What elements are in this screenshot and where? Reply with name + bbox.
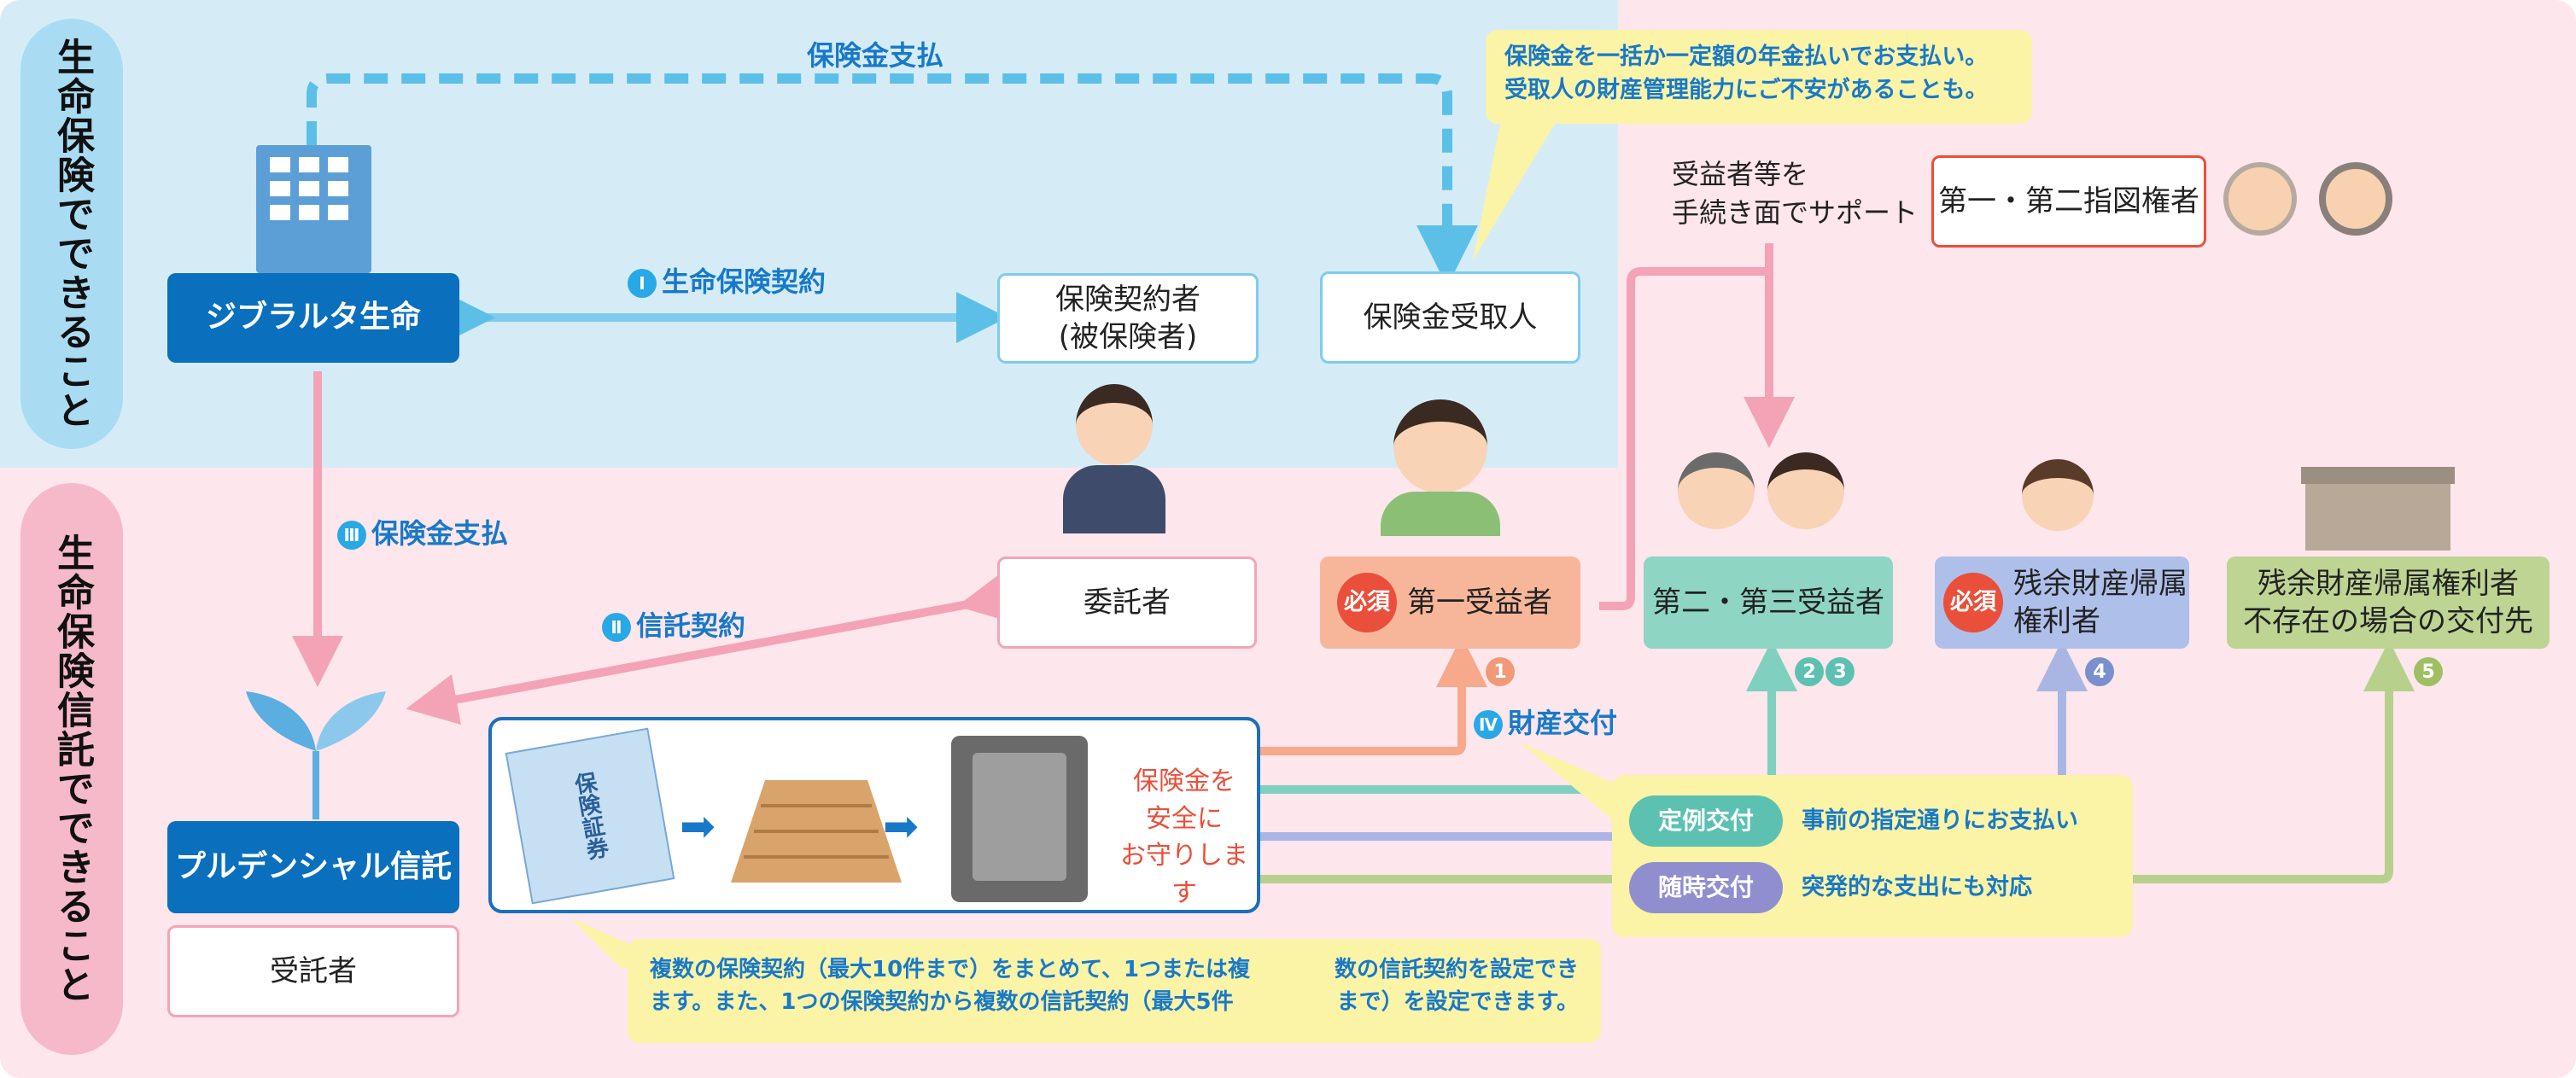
safekeeping-line3: お守りします [1120,841,1248,908]
delivery-line-first [1255,636,1487,755]
safe-icon [951,736,1088,902]
policy-document-label: 保険証券 [569,770,610,862]
consignor-person-icon [1063,384,1165,538]
support-note: 受益者等を 手続き面でサポート [1672,155,1918,232]
callout-bottom-text3: ます。また、1つの保険契約から複数の信託契約（最大5件 [650,988,1234,1015]
trust-text: 信託契約 [636,609,746,642]
delivery-type-regular-desc: 事前の指定通りにお支払い [1802,807,2078,835]
support-note-line1: 受益者等を [1672,158,1809,190]
pill-anytime: 随時交付 [1629,862,1783,913]
numeral-badge: Ⅲ [337,521,366,550]
safekeeping-line2: 安全に [1146,803,1223,834]
first-beneficiary-label: 第一受益者 [1407,585,1552,620]
payment-method-callout: 保険金を一括か一定額の年金払いでお支払い。 受取人の財産管理能力にご不安があるこ… [1486,30,2032,124]
marker-1: 1 [1486,657,1516,686]
contractor-box: 保険契約者 (被保険者) [997,273,1259,364]
marker-circle: 3 [1825,657,1855,686]
required-badge: 必須 [1337,573,1397,632]
first-beneficiary-person-icon [1376,399,1504,536]
marker-circle: 5 [2414,657,2443,686]
beneficiary-receiver-box: 保険金受取人 [1320,271,1580,364]
marker-circle: 4 [2085,657,2114,686]
residual-line2: 権利者 [2013,604,2100,638]
side-label-insurance: 生命保険でできること [20,19,123,449]
policy-document-icon: 保険証券 [505,727,675,905]
contractor-line2: (被保険者) [1058,320,1198,354]
trustee-box: 受託者 [167,925,459,1017]
safekeeping-line1: 保険金を [1133,766,1235,796]
building-icon [256,145,371,273]
callout-top-tail [1473,111,1563,260]
callout-top-line2: 受取人の財産管理能力にご不安があることも。 [1504,77,1989,104]
side-label-trust: 生命保険信託でできること [20,483,123,1055]
safekeeping-box: 保険証券 ➡ ➡ 保険金を 安全に お守りします [488,717,1260,913]
second-third-people-icon [1674,448,1853,546]
delivery-line-absent [1255,640,2415,883]
marker-4: 4 [2085,657,2116,686]
support-arrow-left [1599,267,1769,610]
residual-rights-box: 必須 残余財産帰属 権利者 [1935,556,2189,649]
callout-bottom-text2: 数の信託契約を設定でき [1334,957,1579,982]
arrow-right-icon: ➡ [680,801,716,851]
sprout-icon [246,691,386,819]
contract-limit-callout: 複数の保険契約（最大10件まで）をまとめて、1つまたは複 数の信託契約を設定でき… [628,939,1601,1043]
numeral-badge: Ⅰ [628,269,657,298]
money-stack-icon [731,780,902,883]
first-beneficiary-box: 必須 第一受益者 [1320,556,1580,649]
arrow-right-icon: ➡ [883,801,919,851]
residual-label: 残余財産帰属 権利者 [2013,565,2188,640]
numeral-badge: Ⅱ [602,613,631,642]
residual-absent-box: 残余財産帰属権利者 不存在の場合の交付先 [2227,556,2550,649]
safekeeping-text: 保険金を 安全に お守りします [1112,763,1257,912]
callout-bottom-text4: まで）を設定できます。 [1336,988,1579,1015]
top-payment-label: 保険金支払 [807,39,944,72]
elderly-woman-icon [2316,154,2396,248]
pill-regular: 定例交付 [1629,795,1783,847]
marker-circle: 1 [1486,657,1515,686]
residual-absent-line1: 残余財産帰属権利者 [2258,566,2519,601]
required-badge: 必須 [1943,573,2003,632]
delivery-type-anytime: 随時交付 突発的な支出にも対応 [1629,862,2116,913]
contract-text: 生命保険契約 [662,265,827,298]
delivery-type-regular: 定例交付 事前の指定通りにお支払い [1629,795,2116,847]
facility-building-icon [2301,467,2455,551]
consignor-box: 委託者 [997,556,1257,649]
elderly-man-icon [2220,154,2300,248]
residual-line1: 残余財産帰属 [2013,566,2188,601]
callout-bottom-row1: 複数の保険契約（最大10件まで）をまとめて、1つまたは複 数の信託契約を設定でき [650,954,1579,987]
callout-top-line1: 保険金を一括か一定額の年金払いでお支払い。 [1504,44,1989,70]
delivery-callout-tail [1520,743,1639,828]
numeral-badge: Ⅳ [1474,710,1503,739]
residual-woman-icon [2015,444,2100,546]
marker-5: 5 [2414,657,2445,686]
contractor-line1: 保険契約者 [1055,282,1200,317]
second-third-beneficiary-box: 第二・第三受益者 [1644,556,1893,649]
trust-contract-arrow [406,572,1012,725]
callout-bottom-row2: ます。また、1つの保険契約から複数の信託契約（最大5件 まで）を設定できます。 [650,987,1579,1019]
support-note-line2: 手続き面でサポート [1672,195,1919,229]
marker-circle: 2 [1795,657,1824,686]
gibraltar-box: ジブラルタ生命 [167,273,459,363]
payment-text: 保険金支払 [371,517,509,550]
delivery-type-anytime-desc: 突発的な支出にも対応 [1802,874,2032,901]
callout-bottom-text1: 複数の保険契約（最大10件まで）をまとめて、1つまたは複 [650,957,1250,982]
residual-absent-line2: 不存在の場合の交付先 [2243,604,2533,638]
delivery-types-callout: 定例交付 事前の指定通りにお支払い 随時交付 突発的な支出にも対応 [1612,775,2133,937]
prudential-trust-box: プルデンシャル信託 [167,821,459,913]
top-payment-dashed-arrow [307,73,1478,287]
designator-box: 第一・第二指図権者 [1931,155,2206,248]
delivery-text: 財産交付 [1508,707,1618,739]
